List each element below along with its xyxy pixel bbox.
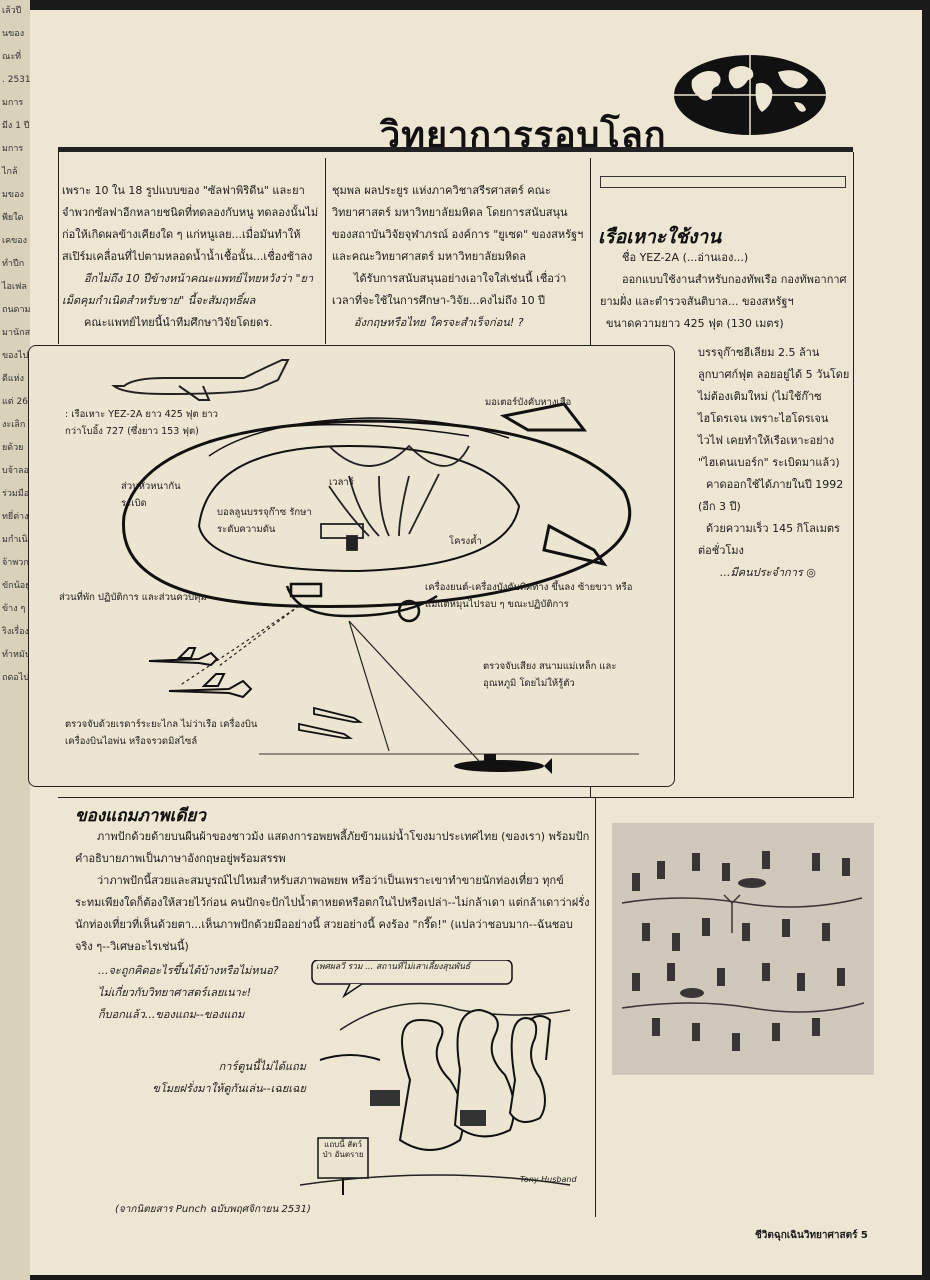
- paragraph: ว่าภาพปักนี้สวยและสมบูรณ์ไปไหมสำหรับสภาพ…: [75, 874, 590, 953]
- quip-line: ก็บอกแล้ว...ของแถม--ของแถม: [98, 1008, 245, 1021]
- article-column-1: เพราะ 10 ใน 18 รูปแบบของ "ซัลฟาพิริดีน" …: [62, 180, 320, 334]
- hmong-embroidery-photo: [612, 823, 874, 1075]
- balloon-label: บอลลูนบรรจุก๊าซ รักษาระดับความดัน: [217, 507, 312, 535]
- adjacent-page-text: ณะที่: [2, 52, 22, 62]
- frame-struts: [320, 444, 470, 551]
- adjacent-page-text: จ้าพวก: [2, 558, 29, 568]
- adjacent-page-text: มีง 1 ปี: [2, 121, 30, 131]
- page-title: วิทยาการรอบโลก: [380, 115, 667, 156]
- adjacent-page-text: ขักน้อยู่: [2, 581, 30, 591]
- embroidery-figures: [612, 823, 874, 1075]
- adjacent-page-text: ยด้วย: [2, 443, 24, 453]
- adjacent-page-text: เคของ: [2, 236, 28, 246]
- title-bar-box: [600, 176, 846, 188]
- motor-label: มอเตอร์บังคับหางเสือ: [485, 397, 572, 408]
- cartoon-caption: การ์ตูนนี้ไม่ได้แถม ขโมยฝรั่งมาให้ดูกันเ…: [96, 1056, 306, 1100]
- dinosaur-cartoon: [300, 960, 571, 1195]
- adjacent-page-text: ทยี่ต่าง: [2, 512, 29, 522]
- paragraph: ชื่อ YEZ-2A (...อ่านเอง...): [622, 251, 749, 264]
- airship-illustration: [111, 359, 639, 774]
- frame-label: โครงค้ำ: [449, 536, 482, 547]
- adjacent-page-text: ดีแห่ง: [2, 374, 24, 384]
- fighter-jet-icon: [148, 647, 253, 699]
- adjacent-page-text: ถดอไป: [2, 673, 29, 683]
- adjacent-page-text: ถนดาม: [2, 305, 30, 315]
- missile-icon: [298, 706, 363, 739]
- boat-article-title: เรือเหาะใช้งาน: [598, 226, 722, 248]
- column-divider: [595, 797, 596, 1217]
- adjacent-page-text: มการ: [2, 144, 24, 154]
- paragraph: ภาพปักด้วยด้ายบนผืนผ้าของชาวม้ง แสดงการอ…: [75, 830, 590, 865]
- airship-diagram: : เรือเหาะ YEZ-2A ยาว 425 ฟุต ยาวกว่าโบอ…: [28, 345, 675, 787]
- page-footer: ชีวิตฉุกเฉินวิทยาศาสตร์ 5: [755, 1230, 868, 1241]
- paragraph: คณะแพทย์ไทยนี้นำทีมศึกษาวิจัยโดยดร.: [84, 316, 273, 329]
- section-header: วิทยาการรอบโลก: [380, 50, 840, 156]
- paragraph: คาดออกใช้ได้ภายในปี 1992 (อีก 3 ปี): [698, 478, 844, 513]
- wire-label: เวลาร์: [329, 477, 354, 488]
- adjacent-page-text: ไกล้: [2, 167, 18, 177]
- gondola: [285, 582, 438, 623]
- adjacent-page-text: ทำหมัน: [2, 650, 30, 660]
- paragraph: ...มีคนประจำการ ◎: [720, 566, 816, 579]
- adjacent-page-text: ทำปีก: [2, 259, 25, 269]
- paragraph: ชุมพล ผลประยูร แห่งภาควิชาสรีรศาสตร์ คณะ…: [332, 184, 584, 263]
- paragraph: อังกฤษหรือไทย ใครจะสำเร็จก่อน! ?: [354, 316, 524, 329]
- adjacent-page-text: มของ: [2, 190, 24, 200]
- crew-label: ส่วนที่พัก ปฏิบัติการ และส่วนควบคุม: [59, 592, 207, 603]
- adjacent-page-text: นของ: [2, 29, 25, 39]
- boat-article-body: ชื่อ YEZ-2A (...อ่านเอง...) ออกแบบใช้งาน…: [600, 247, 848, 335]
- paragraph: ได้รับการสนับสนุนอย่างเอาใจใส่เช่นนี้ เช…: [332, 272, 567, 307]
- adjacent-page-text: งะเลิก: [2, 420, 26, 430]
- cartoonist-signature: Tony Husband: [520, 1175, 577, 1184]
- adjacent-page-text: เล้วปี: [2, 6, 22, 16]
- adjacent-page-text: . 2531: [2, 75, 30, 85]
- boeing-727-icon: [111, 359, 290, 401]
- paragraph: เพราะ 10 ใน 18 รูปแบบของ "ซัลฟาพิริดีน" …: [62, 184, 319, 263]
- boat-article-body-2: บรรจุก๊าซฮีเลียม 2.5 ล้านลูกบาศก์ฟุต ลอย…: [698, 342, 850, 584]
- source-note: (จากนิตยสาร Punch ฉบับพฤศจิกายน 2531): [115, 1204, 311, 1215]
- adjacent-page-text: ไอเฟล: [2, 282, 27, 292]
- paragraph: ออกแบบใช้งานสำหรับกองทัพเรือ กองทัพอากาศ…: [600, 273, 847, 308]
- adjacent-page-text: มการ: [2, 98, 24, 108]
- nose-label: ส่วนหัวหนากันระเบิด: [121, 481, 181, 509]
- section-rule: [58, 797, 854, 798]
- sonar-label: ตรวจจับเสียง สนามแม่เหล็ก และอุณหภูมิ โด…: [483, 661, 617, 689]
- quip-lines: ...จะถูกคิดอะไรขึ้นได้บ้างหรือไม่หนอ? ไม…: [98, 960, 318, 1026]
- column-border: [58, 152, 59, 344]
- adjacent-page-text: ร่วมมือ: [2, 489, 30, 499]
- adjacent-page-text: แต่ 26: [2, 397, 28, 407]
- caption-line: การ์ตูนนี้ไม่ได้แถม: [218, 1060, 306, 1073]
- quip-line: ไม่เกี่ยวกับวิทยาศาสตร์เลยเนาะ!: [98, 986, 252, 999]
- adjacent-page-text: มานักส: [2, 328, 30, 338]
- bonus-section-title: ของแถมภาพเดียว: [75, 806, 206, 826]
- globe-icon: [674, 55, 826, 135]
- adjacent-page-text: ข้าง ๆ: [2, 604, 26, 614]
- speech-bubble-text: เพศผลวี รวม ... สถานที่ไม่เสาเลี้ยงสุนพั…: [316, 962, 471, 972]
- submarine-icon: [454, 754, 552, 774]
- adjacent-page-text: พียใด: [2, 213, 24, 223]
- adjacent-page-text: ริงเรื่อง: [2, 627, 29, 637]
- header-rule: [58, 147, 853, 152]
- sensor-beams: [178, 605, 639, 762]
- paragraph: ด้วยความเร็ว 145 กิโลเมตรต่อชั่วโมง: [698, 522, 840, 557]
- bonus-article-body: ภาพปักด้วยด้ายบนผืนผ้าของชาวม้ง แสดงการอ…: [75, 826, 590, 958]
- paragraph: อีกไม่ถึง 10 ปีข้างหน้าคณะแพทย์ไทยหวังว่…: [62, 272, 314, 307]
- quip-line: ...จะถูกคิดอะไรขึ้นได้บ้างหรือไม่หนอ?: [98, 964, 279, 977]
- adjacent-page-text: บจ้าลอม: [2, 466, 30, 476]
- column-border: [853, 152, 854, 797]
- article-column-2: ชุมพล ผลประยูร แห่งภาควิชาสรีรศาสตร์ คณะ…: [332, 180, 586, 334]
- airship-hull: [121, 402, 632, 608]
- column-divider: [325, 158, 326, 344]
- paragraph: ขนาดความยาว 425 ฟุต (130 เมตร): [606, 317, 784, 330]
- paragraph: บรรจุก๊าซฮีเลียม 2.5 ล้านลูกบาศก์ฟุต ลอย…: [698, 346, 850, 469]
- engine-label: เครื่องยนต์-เครื่องบังคับทิศทาง ขึ้นลง ซ…: [425, 582, 633, 610]
- radar-label: ตรวจจับด้วยเรดาร์ระยะไกล ไม่ว่าเรือ เครื…: [65, 719, 258, 747]
- ship-spec-label: : เรือเหาะ YEZ-2A ยาว 425 ฟุต ยาวกว่าโบอ…: [65, 409, 218, 437]
- adjacent-page-text: มกำเนิด: [2, 535, 30, 545]
- cartoon-sign-text: แถบนี้ สัตว์ป่า อันตราย: [322, 1140, 364, 1159]
- caption-line: ขโมยฝรั่งมาให้ดูกันเล่น--เฉยเฉย: [152, 1082, 306, 1095]
